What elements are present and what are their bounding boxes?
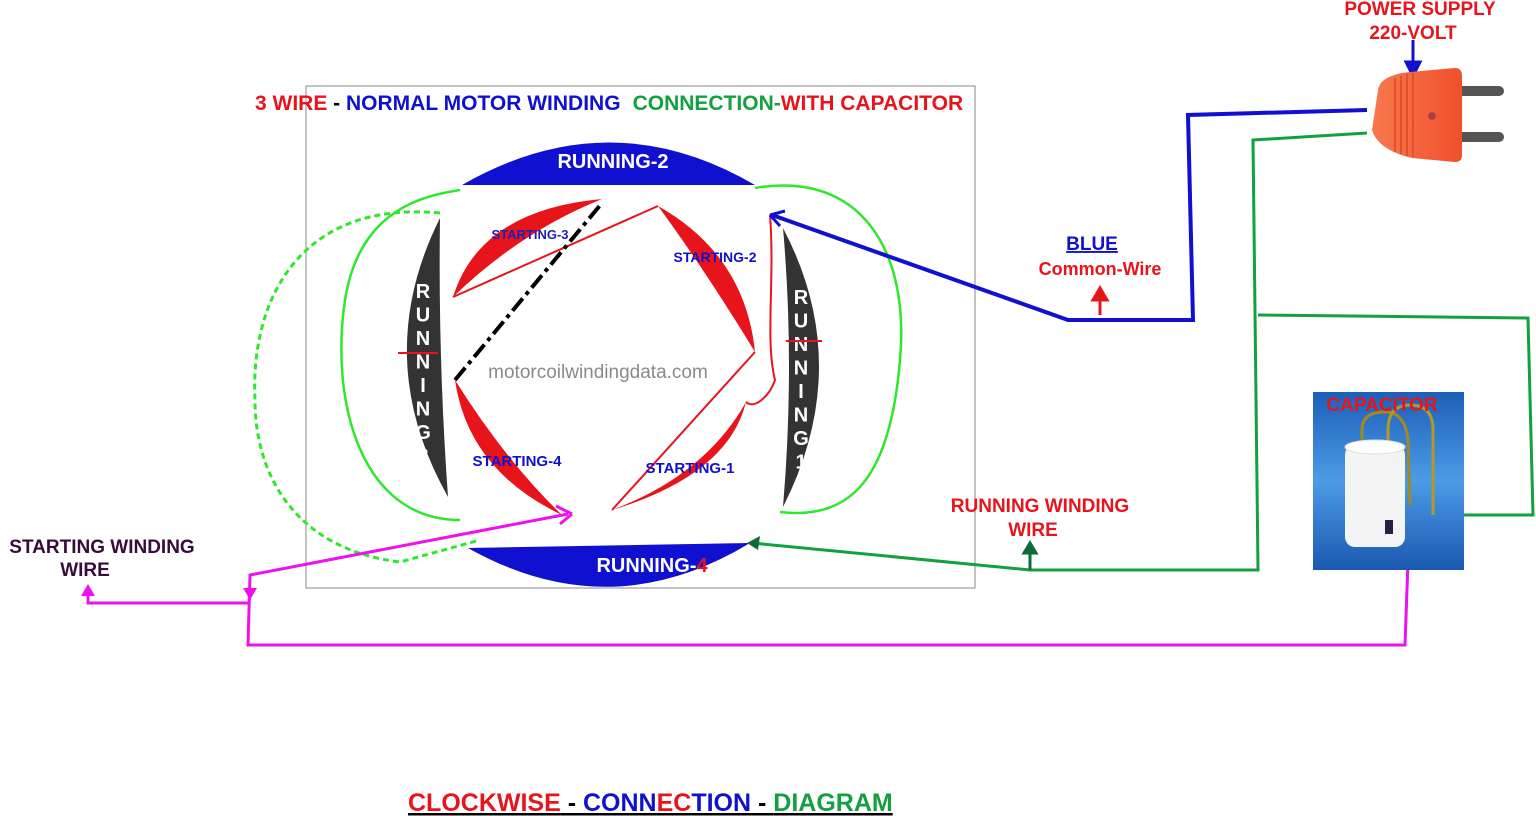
- starting-coils: [453, 199, 755, 515]
- running-1-coil: [783, 228, 819, 507]
- starting-2-coil: [658, 206, 755, 352]
- voltage-label: 220-VOLT: [1369, 23, 1457, 44]
- starting-winding-wire-label: STARTING WINDING: [9, 537, 194, 558]
- starting-3-coil: [453, 199, 602, 297]
- starting-connection-wire: [452, 205, 777, 511]
- blue-common-wire: [771, 108, 1368, 322]
- vertical-letter: U: [416, 305, 430, 327]
- green-dotted-loop: [253, 210, 481, 564]
- running-2-coil: [462, 142, 755, 185]
- vertical-letter: N: [416, 399, 430, 421]
- vertical-letter: N: [794, 405, 808, 427]
- arrow-up-icon: [1021, 540, 1039, 570]
- arrowhead-icon: [747, 536, 760, 550]
- vertical-letter: 1: [795, 452, 806, 474]
- green-supply-wire: [751, 131, 1368, 572]
- green-loop-left: [340, 188, 461, 522]
- green-loop-right: [754, 184, 903, 515]
- vertical-letter: R: [416, 281, 431, 303]
- vertical-letter: N: [416, 328, 430, 350]
- running-3-coil: [406, 218, 448, 497]
- arrow-up-icon: [1090, 285, 1110, 315]
- vertical-letter: N: [794, 358, 808, 380]
- arrow-down-icon: [1403, 40, 1423, 80]
- green-capacitor-wire: [1257, 313, 1535, 517]
- blue-label: BLUE: [1066, 234, 1118, 255]
- running-winding-wire-label-2: WIRE: [1008, 520, 1058, 541]
- starting-4-label: STARTING-4: [473, 453, 563, 470]
- diagram-frame: [305, 85, 976, 589]
- vertical-letter: R: [794, 287, 809, 309]
- watermark: motorcoilwindingdata.com: [488, 362, 708, 383]
- vertical-letter: 3: [417, 446, 428, 468]
- magenta-starting-wire: [86, 504, 1412, 647]
- vertical-letter: N: [794, 334, 808, 356]
- starting-1-coil: [612, 402, 746, 510]
- vertical-letter: N: [416, 352, 430, 374]
- starting-4-coil: [455, 380, 562, 515]
- vertical-letter: I: [420, 375, 426, 397]
- starting-1-label: STARTING-1: [646, 460, 735, 477]
- common-wire-label: Common-Wire: [1039, 259, 1162, 279]
- starting-3-label: STARTING-3: [491, 227, 568, 242]
- running-4-coil: [468, 543, 750, 587]
- running-winding-wire-label: RUNNING WINDING: [951, 496, 1129, 517]
- vertical-letter: U: [794, 311, 808, 333]
- capacitor-label: CAPACITOR: [1326, 395, 1437, 416]
- power-supply-label: POWER SUPPLY: [1344, 0, 1496, 20]
- arrow-up-icon: [81, 584, 95, 596]
- capacitor-image: [1313, 392, 1464, 570]
- arrowhead-icon: [768, 209, 786, 228]
- arrowhead-icon: [555, 504, 573, 526]
- running-2-label: RUNNING-2: [557, 151, 668, 173]
- dash-dot-jumper: [453, 201, 604, 382]
- power-plug-icon: [1372, 68, 1504, 162]
- arrow-down-icon: [243, 588, 257, 600]
- vertical-letter: I: [798, 381, 804, 403]
- starting-2-label: STARTING-2: [674, 249, 757, 265]
- footer-title: CLOCKWISE - CONNECTION - DIAGRAM: [408, 789, 893, 816]
- vertical-letter: G: [415, 422, 431, 444]
- vertical-letter: G: [793, 428, 809, 450]
- running-4-label: RUNNING-4: [596, 555, 708, 577]
- starting-winding-wire-label-2: WIRE: [60, 560, 110, 581]
